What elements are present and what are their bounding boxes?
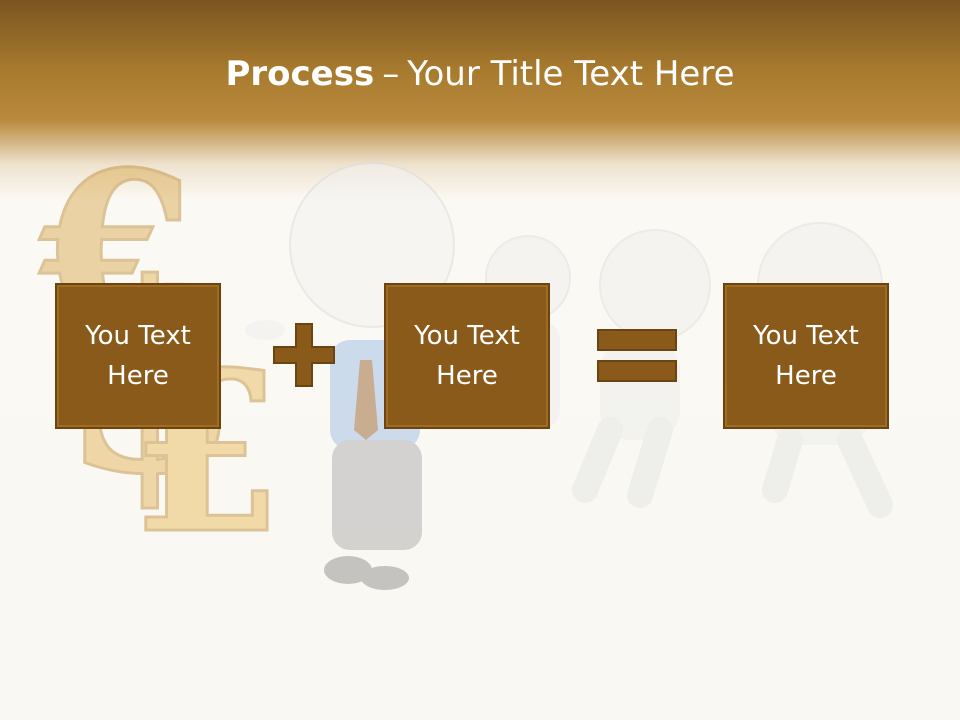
process-box-1[interactable]: You Text Here (55, 283, 221, 429)
process-box-3[interactable]: You Text Here (723, 283, 889, 429)
equals-icon (597, 329, 677, 382)
title-rest: Your Title Text Here (407, 54, 735, 94)
plus-icon (273, 323, 335, 387)
title-bold-part: Process (225, 54, 375, 94)
slide-title: Process–Your Title Text Here (0, 50, 960, 98)
process-box-text: You Text Here (414, 321, 520, 391)
process-box-text: You Text Here (753, 321, 859, 391)
process-box-text: You Text Here (85, 321, 191, 391)
process-box-2[interactable]: You Text Here (384, 283, 550, 429)
title-separator: – (382, 54, 400, 94)
currency-symbols-image: € $ £ (38, 122, 285, 584)
